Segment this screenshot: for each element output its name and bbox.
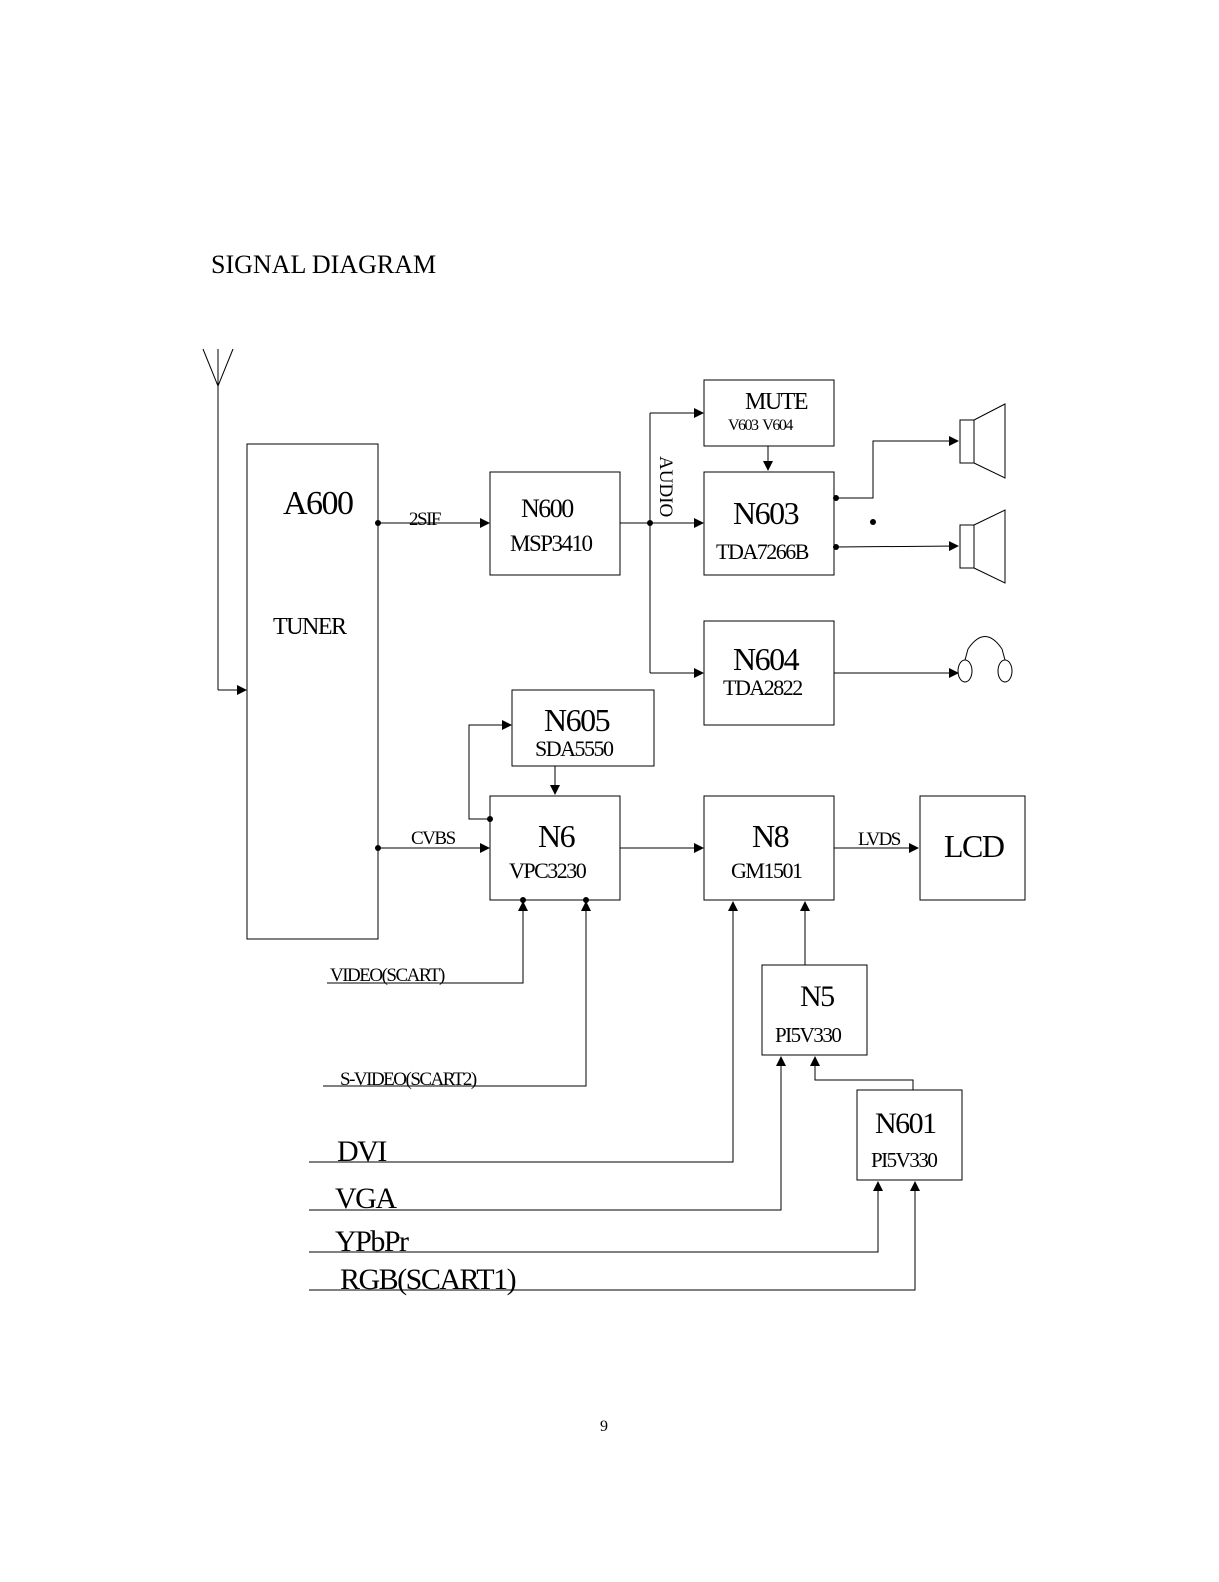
lvds-label: LVDS: [858, 829, 901, 850]
n6-part: VPC3230: [509, 858, 587, 883]
cvbs-label: CVBS: [411, 828, 456, 849]
n601-part: PI5V330: [871, 1148, 937, 1172]
n605-block: N605 SDA5550: [512, 690, 654, 766]
n601-name: N601: [875, 1107, 936, 1140]
n8-part: GM1501: [731, 858, 802, 883]
n605-part: SDA5550: [535, 736, 614, 761]
svideo-scart2-label: S-VIDEO(SCART2): [340, 1069, 477, 1090]
mute-part: V603 V604: [728, 417, 793, 434]
audio-label: AUDIO: [655, 456, 676, 517]
ypbpr-label: YPbPr: [335, 1225, 409, 1258]
speaker-icon: [960, 404, 1005, 478]
n601-block: N601 PI5V330: [857, 1090, 962, 1180]
n8-block: N8 GM1501: [704, 796, 834, 900]
n601-to-n5-arrow: [815, 1057, 913, 1090]
sif-label: 2SIF: [409, 509, 441, 530]
n604-part: TDA2822: [723, 675, 802, 700]
video-scart-label: VIDEO(SCART): [330, 965, 445, 986]
mute-name: MUTE: [745, 389, 808, 415]
rgb-scart1-label: RGB(SCART1): [340, 1263, 516, 1296]
n5-block: N5 PI5V330: [762, 965, 867, 1055]
tuner-block: A600 TUNER: [247, 444, 378, 939]
page-title: SIGNAL DIAGRAM: [211, 250, 436, 279]
n6-block: N6 VPC3230: [490, 796, 620, 900]
vga-label: VGA: [335, 1182, 397, 1215]
lcd-block: LCD: [920, 796, 1025, 900]
n605-name: N605: [544, 702, 610, 738]
n8-name: N8: [752, 818, 789, 854]
lcd-name: LCD: [944, 828, 1004, 864]
mute-block: MUTE V603 V604: [704, 380, 834, 446]
tuner-name: A600: [283, 485, 353, 522]
dvi-line: [309, 902, 733, 1162]
tuner-part: TUNER: [273, 614, 347, 640]
speaker-icon: [960, 510, 1005, 583]
n5-name: N5: [800, 980, 834, 1013]
speaker-top-line: [836, 441, 958, 498]
headphones-icon: [958, 637, 1012, 683]
n603-block: N603 TDA7266B: [704, 472, 834, 575]
n604-name: N604: [733, 641, 800, 677]
dvi-label: DVI: [337, 1135, 386, 1168]
n603-part: TDA7266B: [716, 539, 809, 564]
n600-name: N600: [521, 494, 574, 523]
n603-name: N603: [733, 495, 799, 531]
speaker-bottom-line: [836, 546, 958, 547]
n6-name: N6: [538, 818, 576, 854]
n604-block: N604 TDA2822: [704, 621, 834, 725]
n600-part: MSP3410: [510, 531, 593, 556]
page-number: 9: [600, 1418, 608, 1435]
n5-part: PI5V330: [775, 1023, 841, 1047]
antenna-icon: [203, 349, 233, 690]
n600-block: N600 MSP3410: [490, 472, 620, 575]
svideo-scart2-line: [323, 902, 586, 1086]
